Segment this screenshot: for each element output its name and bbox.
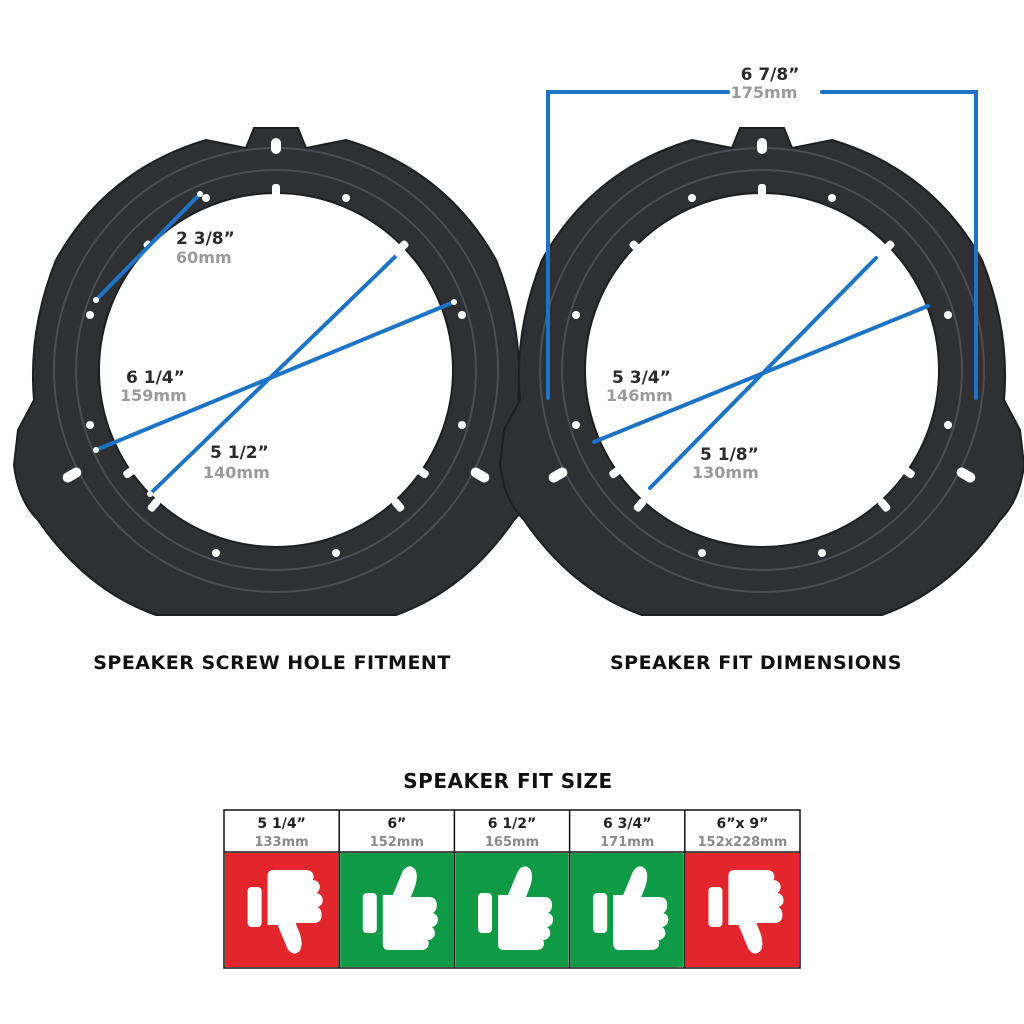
fit-cell-mm: 171mm	[600, 835, 654, 850]
right-dim-3-inch: 5 1/8”	[700, 445, 759, 465]
fit-cell-inch: 6”x 9”	[717, 816, 769, 832]
fit-cell-inch: 6 3/4”	[603, 816, 651, 832]
speaker-fit-table: SPEAKER FIT SIZE 5 1/4” 133mm 6” 152mm 6 1/2…	[223, 769, 801, 969]
left-dim-3-inch: 5 1/2”	[210, 443, 269, 463]
fit-cell-inch: 6 1/2”	[488, 816, 536, 832]
right-dim-1-inch: 6 7/8”	[741, 65, 800, 85]
right-measure-5-1-8	[648, 256, 878, 490]
fit-cell-0: 5 1/4” 133mm	[225, 816, 339, 967]
fit-cell-4: 6”x 9” 152x228mm	[684, 810, 799, 968]
left-dim-2-inch: 6 1/4”	[126, 368, 185, 388]
right-dim-2-inch: 5 3/4”	[612, 368, 671, 388]
right-panel-caption: SPEAKER FIT DIMENSIONS	[610, 652, 902, 674]
right-measure-6-7-8	[546, 90, 730, 400]
fit-cell-mm: 152mm	[370, 835, 424, 850]
right-adapter-panel: 6 7/8” 175mm 5 3/4” 146mm 5 1/8” 130mm S…	[499, 65, 1024, 674]
left-dim-3-mm: 140mm	[203, 463, 270, 482]
left-panel-caption: SPEAKER SCREW HOLE FITMENT	[93, 652, 451, 674]
left-dim-2-mm: 159mm	[120, 386, 187, 405]
right-dim-1-mm: 175mm	[731, 83, 798, 102]
fit-cell-1: 6” 152mm	[338, 810, 454, 968]
fit-cell-3: 6 3/4” 171mm	[568, 810, 684, 968]
fit-cell-inch: 6”	[387, 816, 406, 832]
fit-cell-mm: 133mm	[254, 835, 308, 850]
left-measure-2-3-8	[94, 192, 202, 302]
left-measure-6-1-4	[94, 300, 456, 452]
right-dim-2-mm: 146mm	[606, 386, 673, 405]
left-dim-1-inch: 2 3/8”	[176, 229, 235, 249]
left-adapter-panel: 2 3/8” 60mm 6 1/4” 159mm 5 1/2” 140mm SP…	[13, 127, 539, 674]
left-dim-1-mm: 60mm	[176, 248, 232, 267]
fit-table-title: SPEAKER FIT SIZE	[403, 769, 612, 793]
fit-cell-inch: 5 1/4”	[257, 816, 305, 832]
right-dim-3-mm: 130mm	[692, 463, 759, 482]
left-measure-5-1-2	[148, 252, 400, 496]
fit-cell-2: 6 1/2” 165mm	[453, 810, 569, 968]
fit-cell-mm: 152x228mm	[698, 835, 788, 850]
fit-cell-mm: 165mm	[485, 835, 539, 850]
